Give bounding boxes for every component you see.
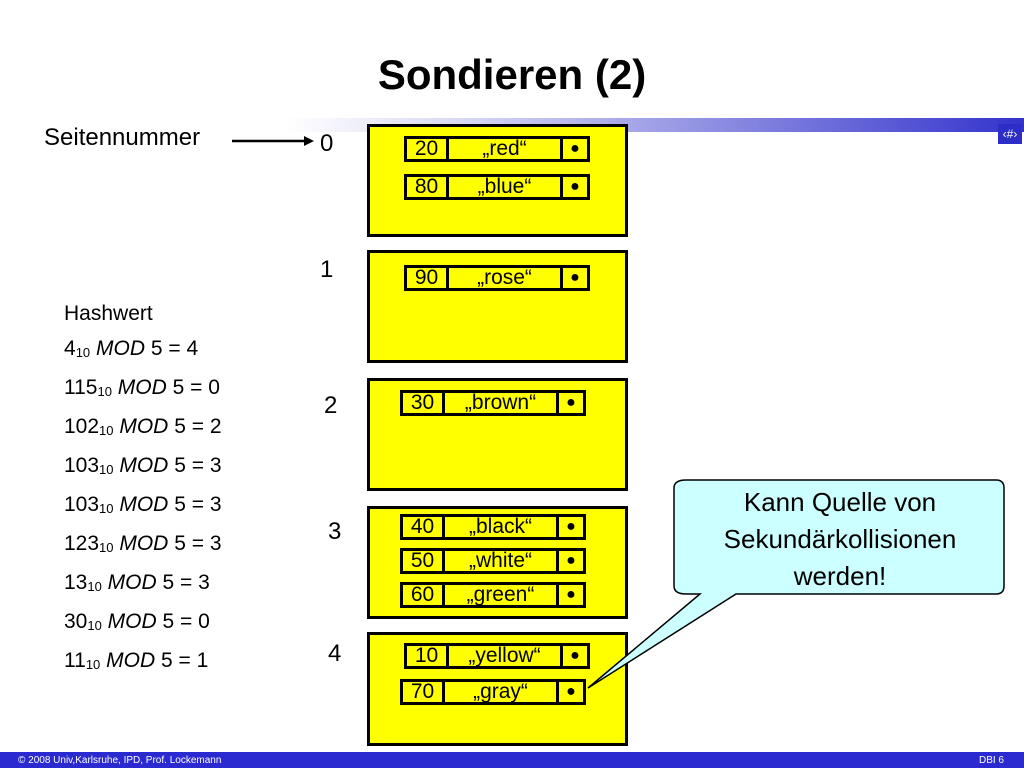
record-key: 60: [403, 584, 445, 605]
record: 30 „brown“ ●: [400, 390, 586, 416]
page-label-2: 2: [324, 392, 338, 419]
record-key: 40: [403, 516, 445, 537]
record: 80 „blue“ ●: [404, 174, 590, 200]
hash-row: 11510 MOD 5 = 0: [64, 376, 220, 399]
hash-list: Hashwert 410 MOD 5 = 4 11510 MOD 5 = 0 1…: [64, 296, 222, 682]
hash-heading: Hashwert: [64, 302, 153, 325]
record-value: „black“: [445, 516, 559, 537]
pointer-dot-icon: ●: [566, 683, 576, 700]
record: 10 „yellow“ ●: [404, 643, 590, 669]
record-key: 90: [407, 267, 449, 288]
record-key: 10: [407, 645, 449, 666]
record-key: 70: [403, 681, 445, 702]
record-value: „brown“: [445, 392, 559, 413]
record-key: 30: [403, 392, 445, 413]
record-value: „blue“: [449, 176, 563, 197]
record: 40 „black“ ●: [400, 514, 586, 540]
page-number-arrow-icon: [232, 136, 314, 146]
pointer-dot-icon: ●: [570, 178, 580, 195]
record-value: „rose“: [449, 267, 563, 288]
page-number-label: Seitennummer: [44, 124, 201, 151]
footer-page-ref: DBI 6: [978, 755, 1004, 766]
pointer-dot-icon: ●: [566, 518, 576, 535]
hash-row: 3010 MOD 5 = 0: [64, 610, 210, 633]
record: 20 „red“ ●: [404, 136, 590, 162]
record: 50 „white“ ●: [400, 548, 586, 574]
record-key: 80: [407, 176, 449, 197]
pointer-dot-icon: ●: [570, 647, 580, 664]
hash-row: 1110 MOD 5 = 1: [64, 649, 209, 672]
record-value: „yellow“: [449, 645, 563, 666]
hash-row: 10210 MOD 5 = 2: [64, 415, 222, 438]
page-label-0: 0: [320, 130, 334, 157]
slide-number-badge: ‹#›: [998, 124, 1022, 144]
record-value: „gray“: [445, 681, 559, 702]
slide-title: Sondieren (2): [377, 51, 647, 98]
hash-row: 10310 MOD 5 = 3: [64, 454, 222, 477]
record: 70 „gray“ ●: [400, 679, 586, 705]
record-value: „red“: [449, 138, 563, 159]
footer-copyright: © 2008 Univ,Karlsruhe, IPD, Prof. Lockem…: [18, 755, 222, 766]
callout-text: Kann Quelle von Sekundärkollisionen werd…: [723, 487, 957, 591]
record: 60 „green“ ●: [400, 582, 586, 608]
record-key: 20: [407, 138, 449, 159]
page-label-4: 4: [328, 640, 342, 667]
record-value: „white“: [445, 550, 559, 571]
hash-row: 12310 MOD 5 = 3: [64, 532, 222, 555]
pointer-dot-icon: ●: [570, 140, 580, 157]
hash-row: 410 MOD 5 = 4: [64, 337, 199, 360]
record-key: 50: [403, 550, 445, 571]
pointer-dot-icon: ●: [570, 269, 580, 286]
footer-bar: © 2008 Univ,Karlsruhe, IPD, Prof. Lockem…: [0, 752, 1024, 768]
pointer-dot-icon: ●: [566, 552, 576, 569]
pointer-dot-icon: ●: [566, 394, 576, 411]
record: 90 „rose“ ●: [404, 265, 590, 291]
pointer-dot-icon: ●: [566, 586, 576, 603]
page-label-1: 1: [320, 256, 334, 283]
hash-row: 10310 MOD 5 = 3: [64, 493, 222, 516]
page-label-3: 3: [328, 518, 342, 545]
hash-row: 1310 MOD 5 = 3: [64, 571, 210, 594]
record-value: „green“: [445, 584, 559, 605]
